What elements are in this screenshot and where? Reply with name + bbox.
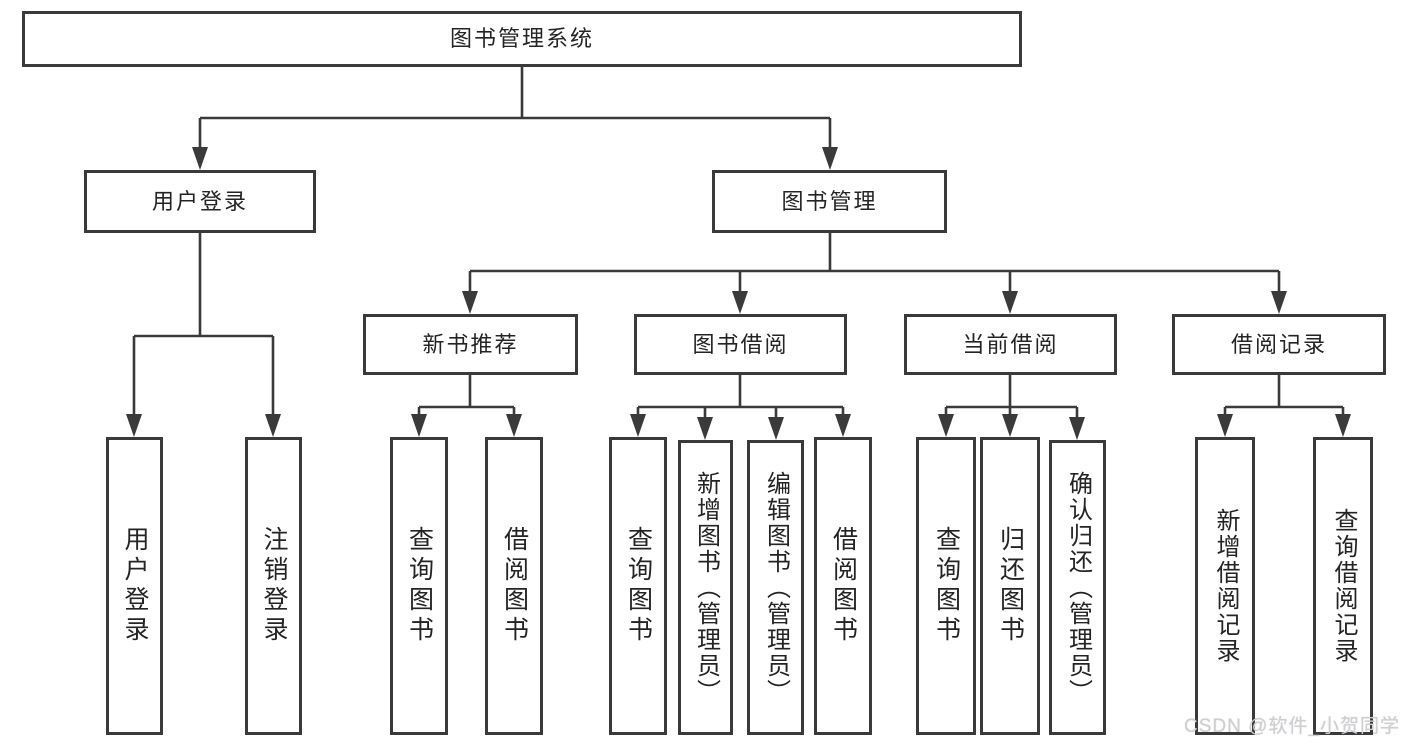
leaf-add-borrow-record: 新增借阅记录 bbox=[1195, 437, 1255, 735]
leaf-edit-books-admin: 编辑图书（管理员） bbox=[747, 440, 804, 735]
leaf-query-books-borrowing: 查询图书 bbox=[609, 437, 667, 735]
node-current-borrowing: 当前借阅 bbox=[904, 314, 1117, 375]
node-new-book-recommend: 新书推荐 bbox=[363, 314, 578, 375]
node-book-management: 图书管理 bbox=[712, 170, 947, 233]
leaf-query-books-recommend: 查询图书 bbox=[390, 437, 448, 735]
node-user-login: 用户登录 bbox=[84, 170, 316, 233]
leaf-add-books-admin: 新增图书（管理员） bbox=[678, 440, 733, 735]
node-book-borrowing: 图书借阅 bbox=[634, 314, 847, 375]
node-library-management-system: 图书管理系统 bbox=[22, 11, 1022, 67]
leaf-borrow-books-recommend: 借阅图书 bbox=[485, 437, 543, 735]
leaf-confirm-return-admin: 确认归还（管理员） bbox=[1049, 440, 1106, 735]
node-borrowing-records: 借阅记录 bbox=[1172, 314, 1386, 375]
leaf-return-books: 归还图书 bbox=[980, 437, 1040, 735]
leaf-user-login: 用户登录 bbox=[106, 437, 163, 735]
leaf-logout: 注销登录 bbox=[245, 437, 302, 735]
leaf-borrow-books-borrowing: 借阅图书 bbox=[814, 437, 872, 735]
leaf-query-books-current: 查询图书 bbox=[916, 437, 976, 735]
leaf-query-borrow-record: 查询借阅记录 bbox=[1313, 437, 1373, 735]
watermark-text: CSDN @软件_小贺同学 bbox=[1184, 716, 1400, 737]
